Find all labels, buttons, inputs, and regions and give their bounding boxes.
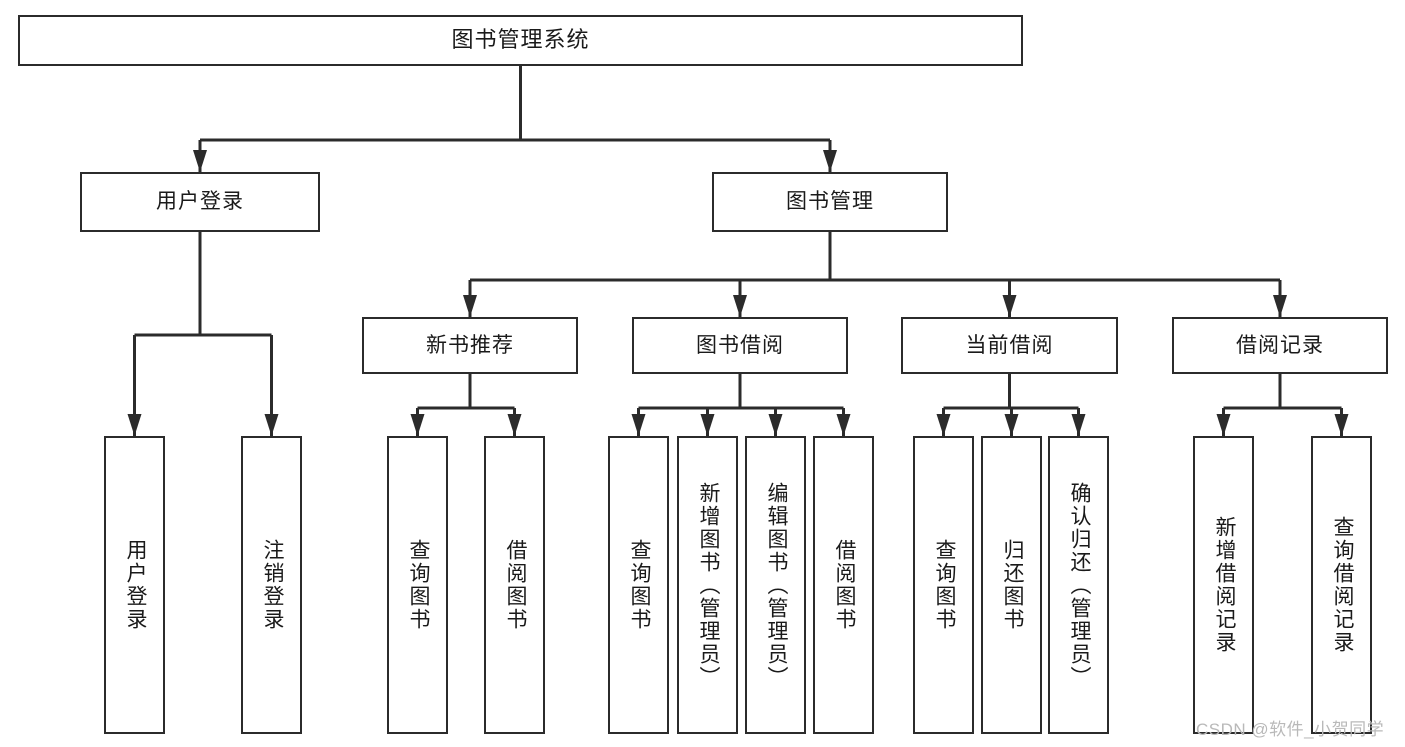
arrow-head-icon <box>1002 295 1017 317</box>
arrow-head-icon <box>1004 414 1019 436</box>
arrow-head-icon <box>1334 414 1349 436</box>
arrow-head-icon <box>936 414 951 436</box>
node-records[interactable]: 借阅记录 <box>1172 317 1388 374</box>
node-leaf3[interactable]: 查询图书 <box>387 436 448 734</box>
arrow-head-icon <box>410 414 425 436</box>
node-label: 借阅图书 <box>503 539 527 631</box>
node-leaf2[interactable]: 注销登录 <box>241 436 302 734</box>
node-newbook[interactable]: 新书推荐 <box>362 317 578 374</box>
node-label: 新增图书（管理员） <box>696 481 720 689</box>
node-leaf4[interactable]: 借阅图书 <box>484 436 545 734</box>
csdn-watermark: CSDN @软件_小贺同学 <box>1196 720 1385 739</box>
node-label: 当前借阅 <box>965 333 1054 357</box>
node-leaf11[interactable]: 确认归还（管理员） <box>1048 436 1109 734</box>
arrow-head-icon <box>1216 414 1231 436</box>
arrow-head-icon <box>768 414 783 436</box>
node-leaf12[interactable]: 新增借阅记录 <box>1193 436 1254 734</box>
node-borrow[interactable]: 图书借阅 <box>632 317 848 374</box>
node-label: 图书管理系统 <box>451 27 590 53</box>
arrow-head-icon <box>700 414 715 436</box>
arrow-head-icon <box>733 295 747 317</box>
node-leaf13[interactable]: 查询借阅记录 <box>1311 436 1372 734</box>
arrow-head-icon <box>507 414 522 436</box>
arrow-head-icon <box>836 414 851 436</box>
node-label: 图书管理 <box>786 190 874 214</box>
node-label: 确认归还（管理员） <box>1067 481 1091 689</box>
node-login[interactable]: 用户登录 <box>80 172 320 232</box>
node-label: 新增借阅记录 <box>1212 516 1236 654</box>
arrow-head-icon <box>1071 414 1086 436</box>
node-leaf7[interactable]: 编辑图书（管理员） <box>745 436 806 734</box>
node-current[interactable]: 当前借阅 <box>901 317 1118 374</box>
node-label: 注销登录 <box>260 539 284 631</box>
node-root[interactable]: 图书管理系统 <box>18 15 1023 66</box>
node-label: 查询图书 <box>932 539 956 631</box>
node-label: 图书借阅 <box>696 333 784 357</box>
node-bookmgmt[interactable]: 图书管理 <box>712 172 948 232</box>
node-label: 查询图书 <box>627 539 651 631</box>
node-label: 查询图书 <box>406 539 430 631</box>
node-label: 用户登录 <box>156 190 244 214</box>
node-label: 编辑图书（管理员） <box>764 481 788 689</box>
node-label: 查询借阅记录 <box>1330 516 1354 654</box>
node-leaf1[interactable]: 用户登录 <box>104 436 165 734</box>
node-leaf5[interactable]: 查询图书 <box>608 436 669 734</box>
node-leaf9[interactable]: 查询图书 <box>913 436 974 734</box>
arrow-head-icon <box>193 150 207 172</box>
node-leaf6[interactable]: 新增图书（管理员） <box>677 436 738 734</box>
node-label: 借阅记录 <box>1236 333 1324 357</box>
arrow-head-icon <box>463 295 477 317</box>
node-leaf8[interactable]: 借阅图书 <box>813 436 874 734</box>
arrow-head-icon <box>264 414 279 436</box>
arrow-head-icon <box>631 414 646 436</box>
node-label: 新书推荐 <box>426 333 514 357</box>
arrow-head-icon <box>1273 295 1287 317</box>
node-leaf10[interactable]: 归还图书 <box>981 436 1042 734</box>
node-label: 用户登录 <box>123 539 147 631</box>
node-label: 归还图书 <box>1000 539 1024 631</box>
arrow-head-icon <box>823 150 837 172</box>
node-label: 借阅图书 <box>832 539 856 631</box>
arrow-head-icon <box>127 414 142 436</box>
